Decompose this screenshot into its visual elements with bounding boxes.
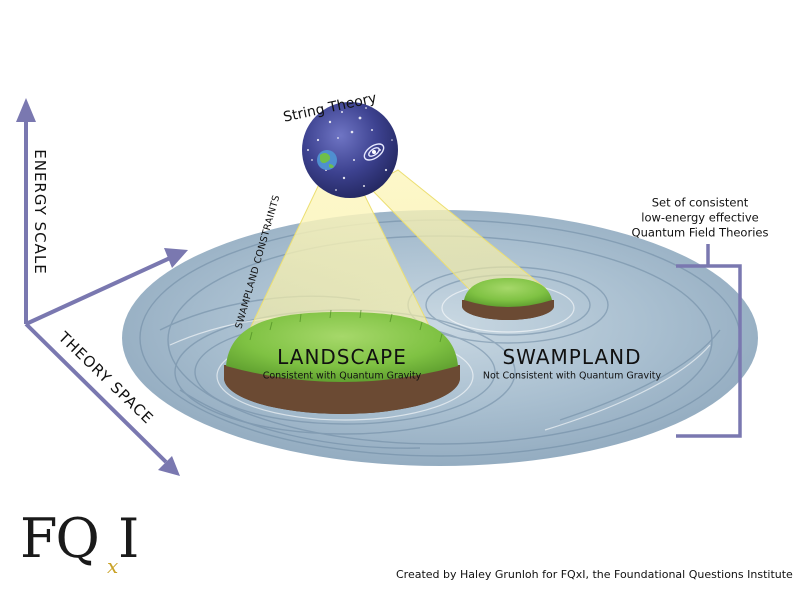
energy-axis-arrowhead xyxy=(16,98,36,122)
axes xyxy=(16,98,188,476)
qft-set-line-3: Quantum Field Theories xyxy=(631,225,769,240)
earth-icon xyxy=(317,150,337,170)
fqxi-logo-x: x xyxy=(107,554,119,578)
string-theory-sphere xyxy=(302,102,398,198)
energy-scale-label: ENERGY SCALE xyxy=(31,149,49,275)
landscape-island xyxy=(224,309,460,414)
qft-set-line-2: low-energy effective xyxy=(641,210,759,225)
qft-set-label: Set of consistent low-energy effective Q… xyxy=(615,196,785,241)
fqxi-logo-i: I xyxy=(118,507,140,570)
qft-set-line-1: Set of consistent xyxy=(651,195,749,210)
theory-space-axis-arrowhead xyxy=(158,456,180,476)
set-bracket xyxy=(676,244,742,438)
credit-line: Created by Haley Grunloh for FQxI, the F… xyxy=(396,568,793,581)
swampland-subtitle: Not Consistent with Quantum Gravity xyxy=(482,370,662,382)
swampland-title: SWAMPLAND xyxy=(502,345,642,369)
landscape-subtitle: Consistent with Quantum Gravity xyxy=(262,370,422,382)
theory-space-axis xyxy=(24,322,168,464)
diagonal-axis xyxy=(25,256,171,326)
galaxy-icon xyxy=(363,143,385,161)
diagonal-axis-arrowhead xyxy=(164,248,188,268)
landscape-title: LANDSCAPE xyxy=(277,345,407,369)
fqxi-logo-fq: FQ xyxy=(20,507,100,570)
small-island xyxy=(462,278,554,320)
